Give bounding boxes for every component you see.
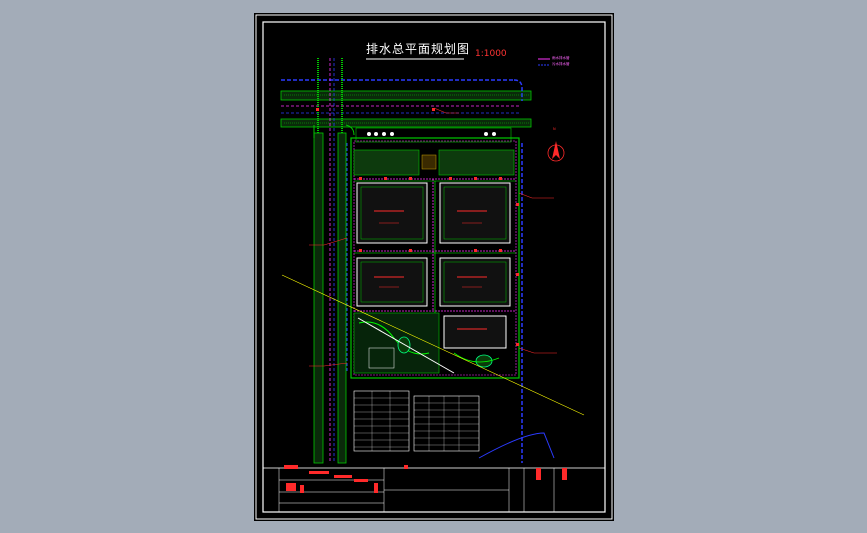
top-road	[280, 79, 532, 128]
left-road	[313, 58, 355, 464]
pipe-node-markers	[316, 108, 519, 346]
internal-roads	[354, 180, 516, 313]
site-plan-drawing	[255, 14, 613, 520]
drawing-sheet: 排水总平面规划图 1:1000 雨水排水管 污水排水管 N	[254, 13, 614, 521]
drawing-title: 排水总平面规划图	[366, 42, 471, 56]
site-boundary	[346, 137, 523, 463]
outer-frame	[255, 14, 613, 520]
schedule-table-1	[353, 390, 410, 452]
annotation-leaders	[309, 107, 557, 367]
north-label: N	[553, 127, 556, 131]
building-block-1	[356, 182, 428, 244]
building-block-4	[439, 257, 511, 307]
schedule-table-2	[413, 395, 480, 452]
park-area	[353, 312, 500, 374]
legend-label-storm: 雨水排水管	[552, 56, 570, 60]
north-arrow-icon	[547, 141, 565, 162]
drawing-scale: 1:1000	[475, 49, 507, 59]
diagonal-path	[357, 317, 455, 374]
boundary-arc	[478, 432, 555, 459]
building-block-5	[443, 315, 507, 349]
top-green-belt	[353, 127, 515, 176]
title-block	[262, 465, 606, 513]
section-line	[281, 274, 585, 416]
building-block-2	[439, 182, 511, 244]
legend-label-sewer: 污水排水管	[552, 62, 570, 66]
building-block-3	[356, 257, 428, 307]
